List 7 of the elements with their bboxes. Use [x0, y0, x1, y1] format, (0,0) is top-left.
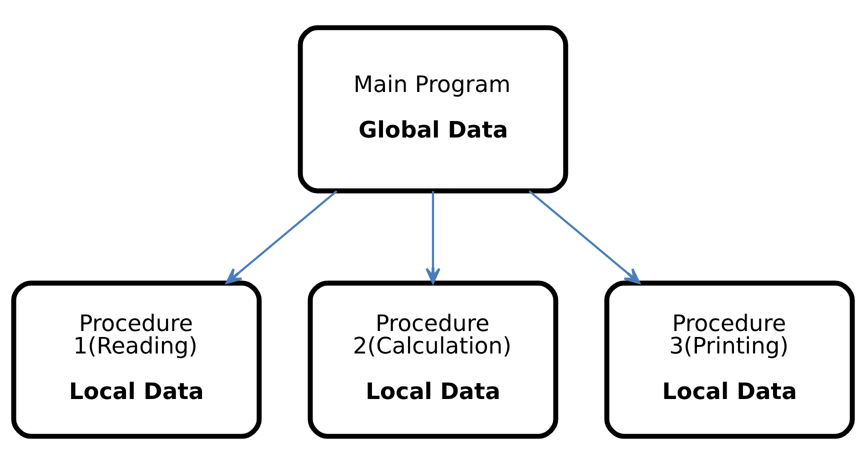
node-box: Procedure 1(Reading) Local Data	[11, 280, 262, 439]
arrow	[226, 190, 338, 284]
node-box: Main Program Global Data	[298, 25, 568, 194]
node-box: Procedure 2(Calculation) Local Data	[308, 280, 558, 439]
arrow	[426, 191, 440, 284]
arrow	[528, 190, 640, 284]
node-box: Procedure 3(Printing) Local Data	[604, 280, 855, 439]
